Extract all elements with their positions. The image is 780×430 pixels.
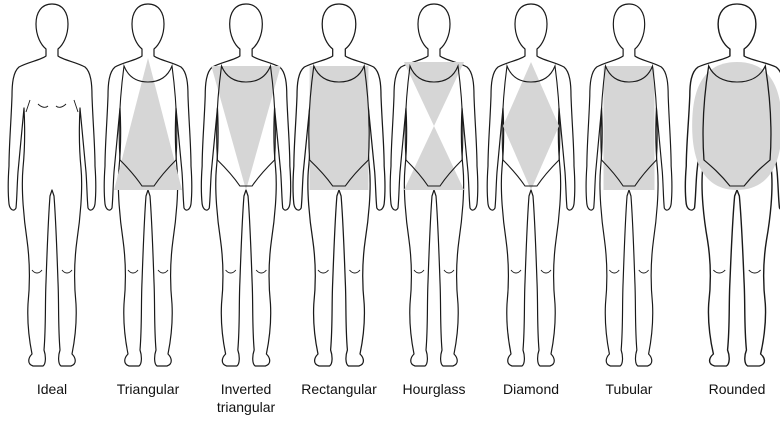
- body-outline: [8, 4, 96, 366]
- label-inverted-triangular: Inverted triangular: [196, 380, 296, 416]
- figure-triangular: [104, 4, 192, 366]
- tube-shape-overlay: [604, 66, 655, 190]
- rectangle-shape-overlay: [310, 66, 369, 190]
- label-ideal: Ideal: [2, 380, 102, 398]
- figure-inverted-triangular: [201, 4, 290, 366]
- round-shape-overlay: [692, 62, 780, 190]
- label-rectangular: Rectangular: [289, 380, 389, 398]
- label-tubular: Tubular: [579, 380, 679, 398]
- figure-ideal: [8, 4, 96, 366]
- figure-rounded: [685, 4, 780, 366]
- figure-rectangular: [293, 4, 385, 366]
- figure-diamond: [487, 4, 575, 366]
- label-triangular: Triangular: [98, 380, 198, 398]
- label-diamond: Diamond: [481, 380, 581, 398]
- label-rounded: Rounded: [687, 380, 780, 398]
- figure-hourglass: [390, 4, 478, 366]
- figure-tubular: [586, 4, 672, 366]
- label-hourglass: Hourglass: [384, 380, 484, 398]
